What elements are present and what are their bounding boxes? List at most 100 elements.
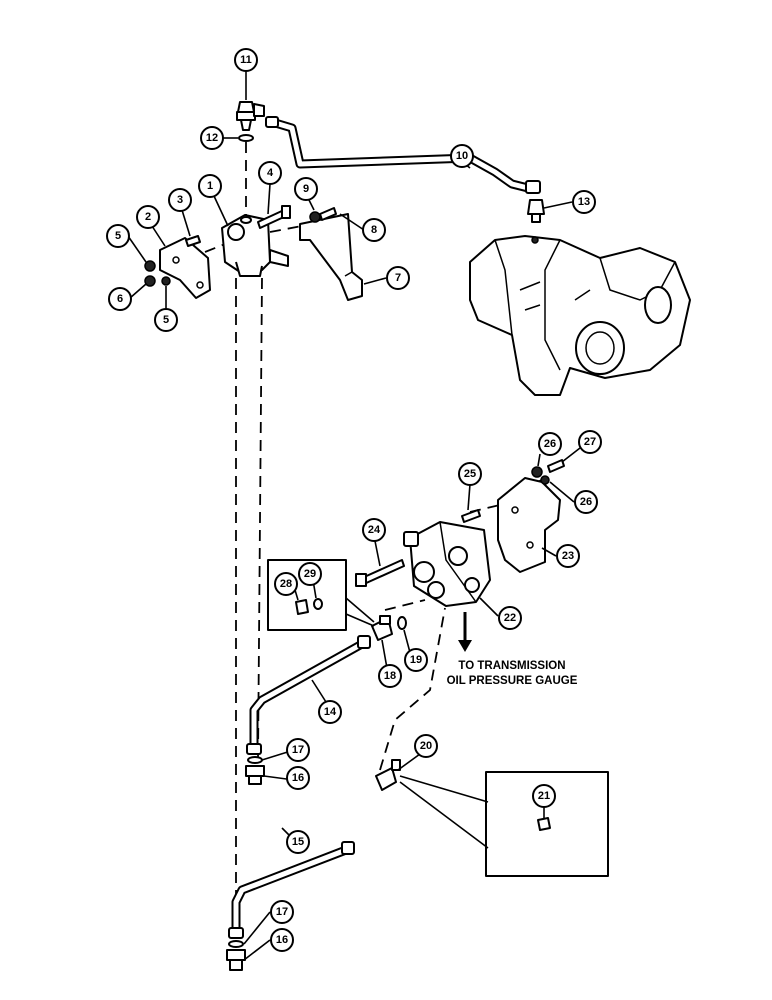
svg-text:2: 2 [145,211,151,223]
callout-19: 19 [404,648,428,672]
svg-text:22: 22 [504,612,516,624]
svg-text:17: 17 [276,906,288,918]
fitting-13 [527,199,545,223]
callout-10: 10 [450,144,474,168]
callout-15: 15 [286,830,310,854]
svg-text:26: 26 [544,438,556,450]
svg-text:5: 5 [163,314,169,326]
callout-5a: 5 [106,224,130,248]
bolt-4 [257,205,291,229]
svg-text:24: 24 [368,524,381,536]
callout-17b: 17 [270,900,294,924]
pipe-14 [246,635,371,755]
svg-text:18: 18 [384,670,396,682]
valve-1 [221,214,289,277]
svg-text:10: 10 [456,150,468,162]
callout-16a: 16 [286,766,310,790]
callout-4: 4 [258,161,282,185]
bolt-27 [547,459,565,473]
svg-text:7: 7 [395,272,401,284]
nut-9 [309,211,321,223]
callout-25: 25 [458,462,482,486]
svg-text:17: 17 [292,744,304,756]
callout-29: 29 [298,562,322,586]
callout-17a: 17 [286,738,310,762]
nut-26a [531,466,543,478]
svg-text:9: 9 [303,183,309,195]
callout-16b: 16 [270,928,294,952]
o-ring-12 [238,134,254,142]
callout-13: 13 [572,190,596,214]
svg-text:8: 8 [371,224,377,236]
callout-24: 24 [362,518,386,542]
callout-6: 6 [108,287,132,311]
nut-26b [540,475,550,485]
callout-26a: 26 [538,432,562,456]
svg-text:16: 16 [276,934,288,946]
svg-text:13: 13 [578,196,590,208]
washer-5b [161,276,171,286]
flow-arrow [458,612,472,652]
callout-20: 20 [414,734,438,758]
svg-text:11: 11 [240,54,252,66]
bracket-23 [497,477,561,573]
valve-22 [403,521,491,607]
svg-text:28: 28 [280,578,292,590]
svg-text:19: 19 [410,654,422,666]
bolt-8 [319,207,337,221]
svg-text:5: 5 [115,230,121,242]
callout-7: 7 [386,266,410,290]
callout-21: 21 [532,784,556,808]
o-ring-17b [228,940,244,948]
nut-5a [144,260,156,272]
callout-12: 12 [200,126,224,150]
fitting-16b [226,949,246,971]
nut-6 [144,275,156,287]
bolt-3 [185,235,201,247]
svg-text:20: 20 [420,740,432,752]
svg-text:1: 1 [207,180,213,192]
callout-27: 27 [578,430,602,454]
callout-2: 2 [136,205,160,229]
callout-23: 23 [556,544,580,568]
pipe-15 [228,841,355,939]
svg-text:21: 21 [538,790,550,802]
detail-box-21 [399,771,609,877]
callout-14: 14 [318,700,342,724]
o-ring-19 [397,616,407,630]
svg-text:6: 6 [117,293,123,305]
svg-text:25: 25 [464,468,476,480]
gauge-note-line1: TO TRANSMISSION [458,660,565,672]
bolt-25 [461,509,481,523]
bracket-7 [299,213,363,301]
bolt-24 [355,559,405,587]
svg-text:14: 14 [324,706,337,718]
bracket-2 [159,237,211,299]
callout-18: 18 [378,664,402,688]
fitting-20 [375,759,401,791]
callout-26b: 26 [574,490,598,514]
svg-text:26: 26 [580,496,592,508]
svg-text:16: 16 [292,772,304,784]
callout-1: 1 [198,174,222,198]
callout-5b: 5 [154,308,178,332]
svg-text:15: 15 [292,836,304,848]
callout-11: 11 [234,48,258,72]
callout-3: 3 [168,188,192,212]
callout-8: 8 [362,218,386,242]
fitting-16a [245,765,265,785]
fitting-11 [236,101,265,131]
callout-28: 28 [274,572,298,596]
svg-text:27: 27 [584,436,596,448]
svg-text:3: 3 [177,194,183,206]
transmission-housing [469,235,691,396]
callout-22: 22 [498,606,522,630]
o-ring-17a [247,756,263,764]
svg-text:29: 29 [304,568,316,580]
gauge-note-line2: OIL PRESSURE GAUGE [447,675,578,687]
callout-9: 9 [294,177,318,201]
svg-text:23: 23 [562,550,574,562]
svg-text:4: 4 [267,167,274,179]
detail-box-28-29 [267,559,375,631]
